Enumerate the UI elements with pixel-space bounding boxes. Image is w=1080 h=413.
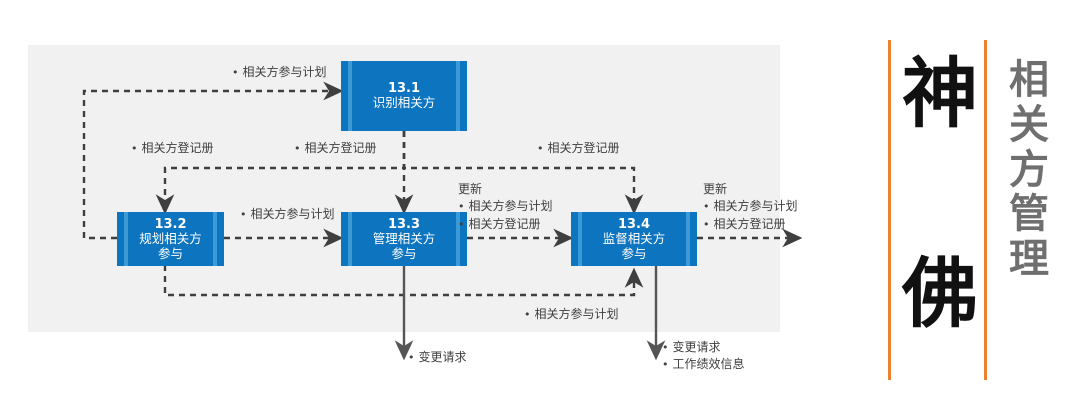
label-register-right: 相关方登记册: [537, 140, 620, 157]
label-text: 相关方参与计划: [703, 198, 798, 215]
process-box-13-4[interactable]: 13.4 监督相关方 参与: [571, 212, 697, 266]
label-text: 工作绩效信息: [662, 356, 745, 373]
box-accent-left: [348, 212, 352, 266]
wire-131-to-132: [155, 131, 406, 215]
brand-char-1: 神: [902, 49, 978, 138]
label-text: 相关方登记册: [131, 140, 214, 157]
label-header: 更新: [458, 182, 483, 196]
label-text: 相关方参与计划: [232, 64, 327, 81]
process-name-line1: 规划相关方: [139, 230, 202, 246]
subtitle-char-4: 管: [1009, 191, 1049, 238]
subtitle-char-1: 相: [1009, 57, 1049, 103]
wire-131-to-134: [402, 131, 644, 215]
label-plan-132-to-133: 相关方参与计划: [240, 206, 335, 223]
box-accent-right: [213, 212, 217, 266]
label-text: 相关方登记册: [703, 216, 798, 233]
label-text: 相关方参与计划: [240, 206, 335, 223]
process-number: 13.4: [617, 216, 651, 232]
process-name-line2: 参与: [621, 245, 647, 261]
label-text: 相关方登记册: [458, 216, 553, 233]
label-register-left: 相关方登记册: [131, 140, 214, 157]
process-name-line1: 管理相关方: [372, 230, 436, 246]
subtitle-column: 相 关 方 管 理: [998, 58, 1060, 282]
label-text: 相关方参与计划: [524, 306, 619, 323]
wire-132-to-134: [163, 265, 644, 297]
process-number: 13.2: [154, 216, 187, 232]
box-accent-right: [456, 212, 460, 266]
process-name-line2: 参与: [391, 245, 417, 261]
vertical-rule-left: [888, 40, 891, 380]
label-update-134-out: 更新 相关方参与计划 相关方登记册: [703, 181, 798, 233]
box-accent-left: [348, 61, 352, 131]
label-output-133: 变更请求: [408, 349, 467, 366]
label-text: 变更请求: [408, 349, 467, 366]
label-header: 更新: [703, 182, 728, 196]
vertical-rule-right: [984, 40, 987, 380]
process-name-line2: 参与: [157, 245, 183, 261]
box-accent-right: [686, 212, 690, 266]
process-number: 13.1: [387, 80, 421, 96]
label-text: 变更请求: [662, 339, 745, 356]
process-name-line1: 监督相关方: [602, 230, 666, 246]
label-text: 相关方登记册: [537, 140, 620, 157]
subtitle-char-5: 理: [1009, 236, 1049, 283]
process-box-13-1[interactable]: 13.1 识别相关方: [341, 61, 467, 131]
process-box-13-3[interactable]: 13.3 管理相关方 参与: [341, 212, 467, 266]
wire-132-to-131: [82, 81, 344, 240]
process-name: 识别相关方: [372, 95, 436, 111]
brand-char-2: 佛: [902, 249, 978, 338]
label-text: 相关方登记册: [294, 140, 377, 157]
subtitle-char-2: 关: [1009, 101, 1049, 148]
label-update-133-to-134: 更新 相关方参与计划 相关方登记册: [458, 181, 553, 233]
label-output-134: 变更请求 工作绩效信息: [662, 339, 745, 374]
box-accent-left: [578, 212, 582, 266]
label-register-mid: 相关方登记册: [294, 140, 377, 157]
label-plan-to-131: 相关方参与计划: [232, 64, 327, 81]
title-panel: 神 佛 相 关 方 管 理: [880, 40, 1066, 380]
box-accent-right: [456, 61, 460, 131]
label-plan-bottom: 相关方参与计划: [524, 306, 619, 323]
process-number: 13.3: [387, 216, 421, 232]
box-accent-left: [124, 212, 128, 266]
process-box-13-2[interactable]: 13.2 规划相关方 参与: [117, 212, 224, 266]
label-text: 相关方参与计划: [458, 198, 553, 215]
subtitle-char-3: 方: [1009, 146, 1049, 193]
